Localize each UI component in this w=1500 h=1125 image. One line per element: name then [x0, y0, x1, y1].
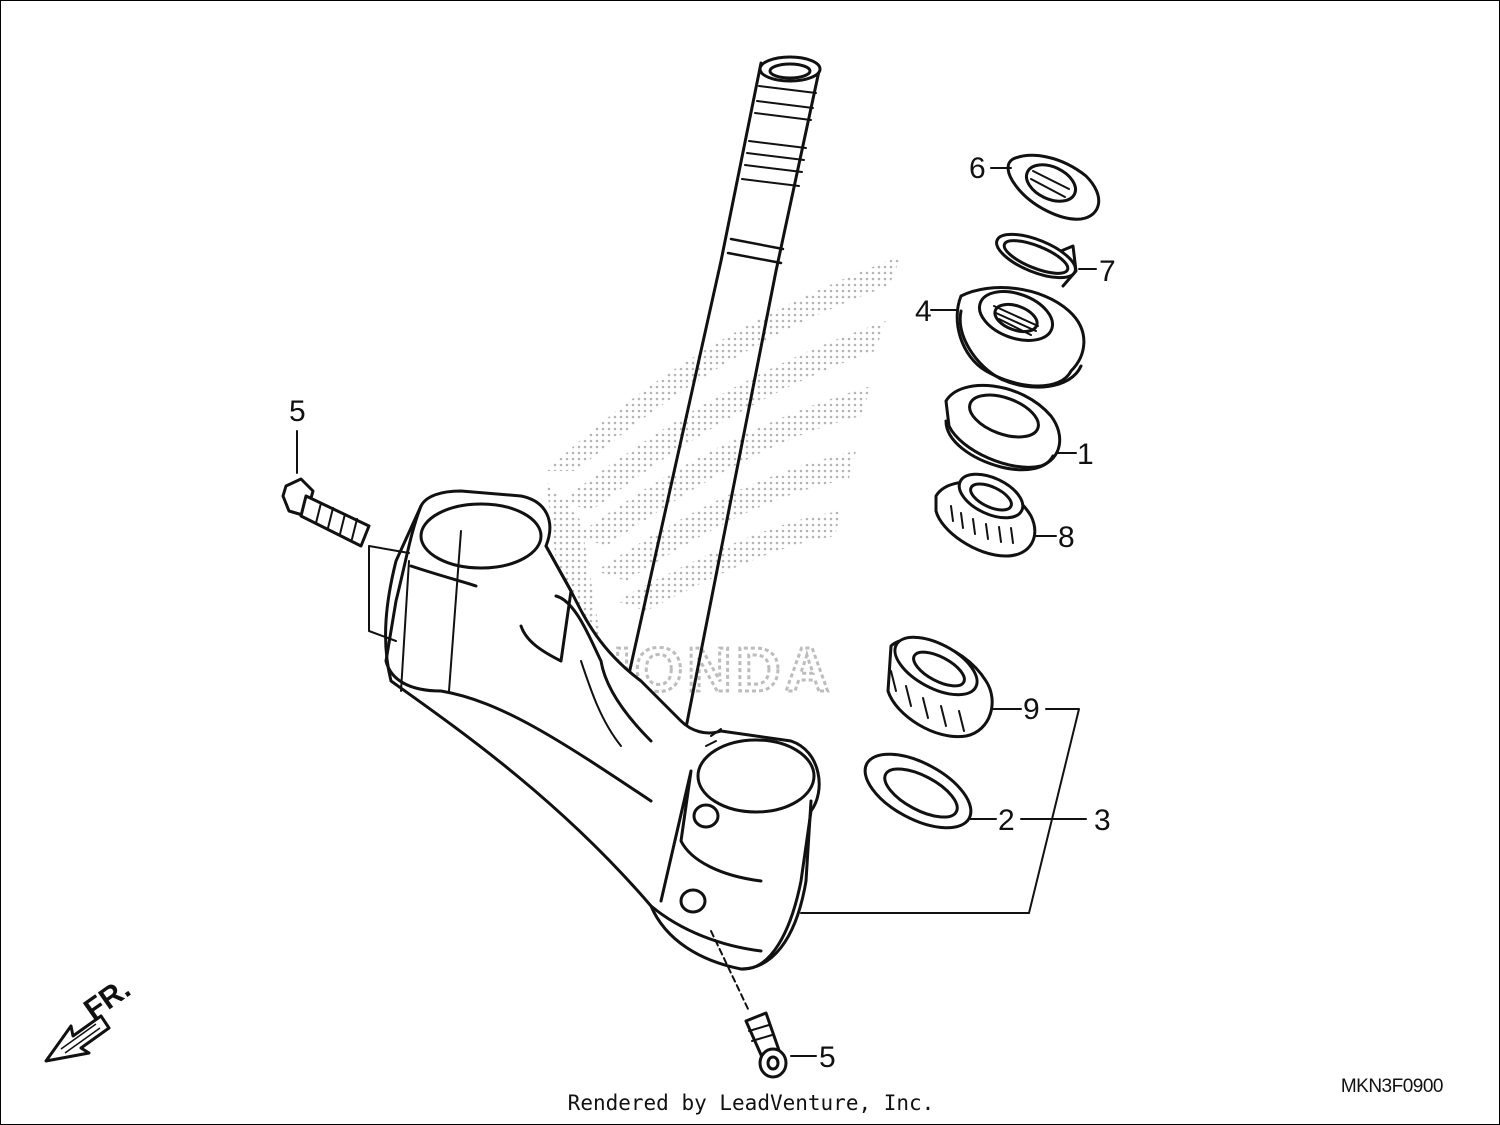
callout-3: 3 — [1094, 804, 1111, 837]
callout-5-lower: 5 — [819, 1041, 836, 1074]
callout-8: 8 — [1058, 521, 1075, 554]
callout-6: 6 — [969, 152, 986, 185]
steering-stem-assembly[interactable] — [384, 55, 822, 971]
lower-bearing[interactable] — [886, 625, 1022, 739]
lower-dust-seal[interactable] — [854, 739, 997, 843]
arrow-down-left-icon — [44, 1014, 111, 1063]
upper-dust-seal[interactable] — [944, 383, 1077, 472]
front-direction-indicator: FR. — [44, 972, 137, 1063]
callout-4: 4 — [915, 295, 932, 328]
adjusting-nut[interactable] — [930, 282, 1086, 389]
callout-7: 7 — [1099, 255, 1116, 288]
upper-bearing[interactable] — [934, 465, 1057, 558]
steering-stem-nut[interactable] — [990, 153, 1101, 221]
front-label: FR. — [78, 972, 137, 1027]
callout-2: 2 — [998, 804, 1015, 837]
pinch-bolt-upper[interactable] — [281, 430, 410, 642]
diagram-code: MKN3F0900 — [1340, 1076, 1444, 1097]
honda-wing-watermark: HONDA — [546, 256, 901, 707]
callout-labels: 6 7 4 1 8 9 2 3 5 5 — [289, 152, 1116, 1074]
lock-washer[interactable] — [991, 225, 1097, 288]
pinch-bolt-lower[interactable] — [710, 930, 817, 1079]
callout-1: 1 — [1077, 438, 1094, 471]
assembly-bracket-lines — [800, 708, 1087, 914]
callout-9: 9 — [1023, 693, 1040, 726]
callout-5-upper: 5 — [289, 395, 306, 428]
rendered-by-credit: Rendered by LeadVenture, Inc. — [567, 1091, 935, 1115]
